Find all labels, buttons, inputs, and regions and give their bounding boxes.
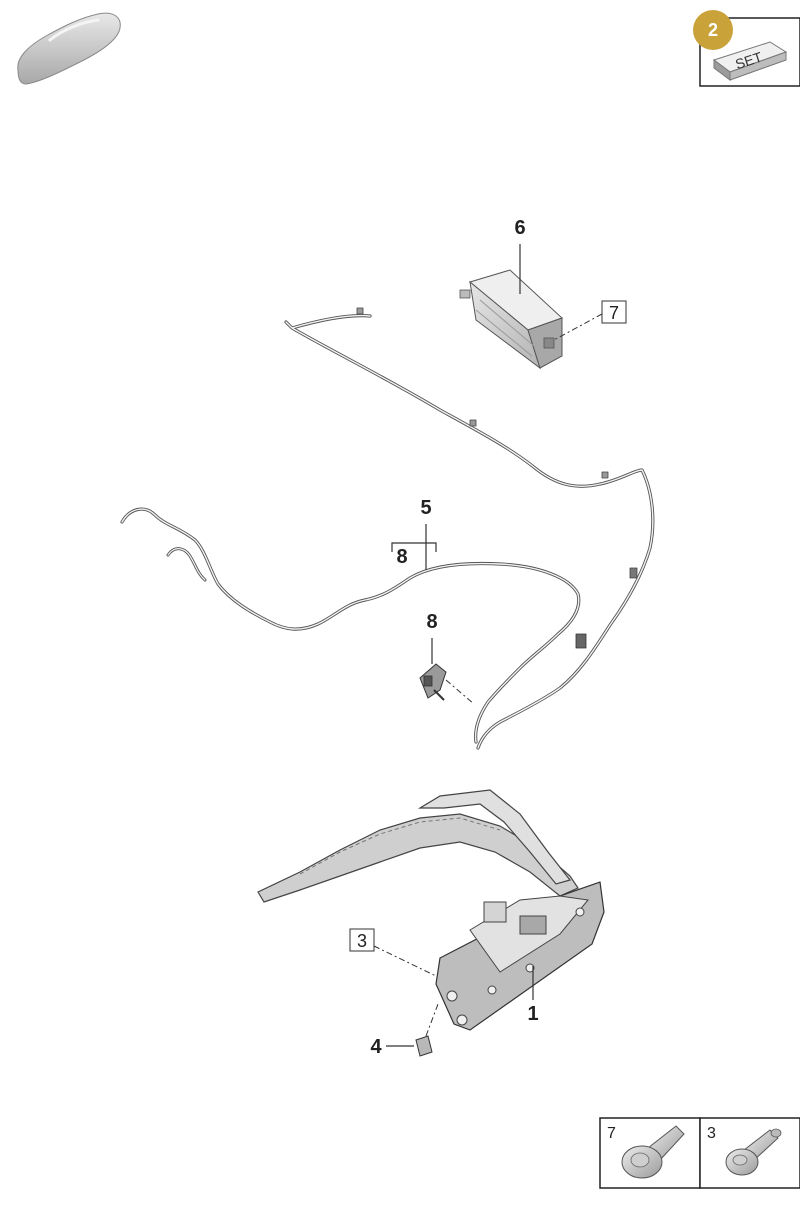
fastener-legend: 7 3 bbox=[599, 1117, 800, 1189]
ref-box-housing-bolt: 3 bbox=[357, 931, 367, 951]
fastener-tile-number: 3 bbox=[707, 1125, 716, 1142]
callout-control-unit: 6 bbox=[514, 217, 525, 239]
callout-housing: 1 bbox=[527, 1003, 538, 1025]
connector bbox=[419, 663, 447, 701]
flange-screw-icon bbox=[621, 1125, 685, 1179]
fastener-tile-number: 7 bbox=[607, 1125, 616, 1142]
bracket-clip bbox=[415, 1035, 433, 1057]
vehicle-silhouette-icon bbox=[17, 12, 121, 85]
callout-harness: 5 bbox=[420, 497, 431, 519]
ref-box-control-unit-screw: 7 bbox=[609, 303, 619, 323]
fastener-tile-7: 7 bbox=[607, 1125, 685, 1179]
roof-mechanism-housing bbox=[257, 789, 605, 1031]
control-unit bbox=[459, 269, 563, 370]
set-box: SET 2 bbox=[693, 10, 800, 87]
set-badge: 2 bbox=[693, 10, 733, 50]
wiring-harness bbox=[120, 507, 587, 744]
set-badge-number: 2 bbox=[708, 20, 718, 40]
fastener-tile-3: 3 bbox=[707, 1125, 782, 1176]
callout-connector: 8 bbox=[426, 611, 437, 633]
callout-harness-ref: 8 bbox=[396, 546, 407, 568]
wiring-harness-upper bbox=[284, 307, 655, 750]
set-block-icon: SET bbox=[712, 41, 788, 81]
callout-bracket: 4 bbox=[370, 1036, 382, 1058]
collar-bolt-icon bbox=[725, 1128, 782, 1176]
